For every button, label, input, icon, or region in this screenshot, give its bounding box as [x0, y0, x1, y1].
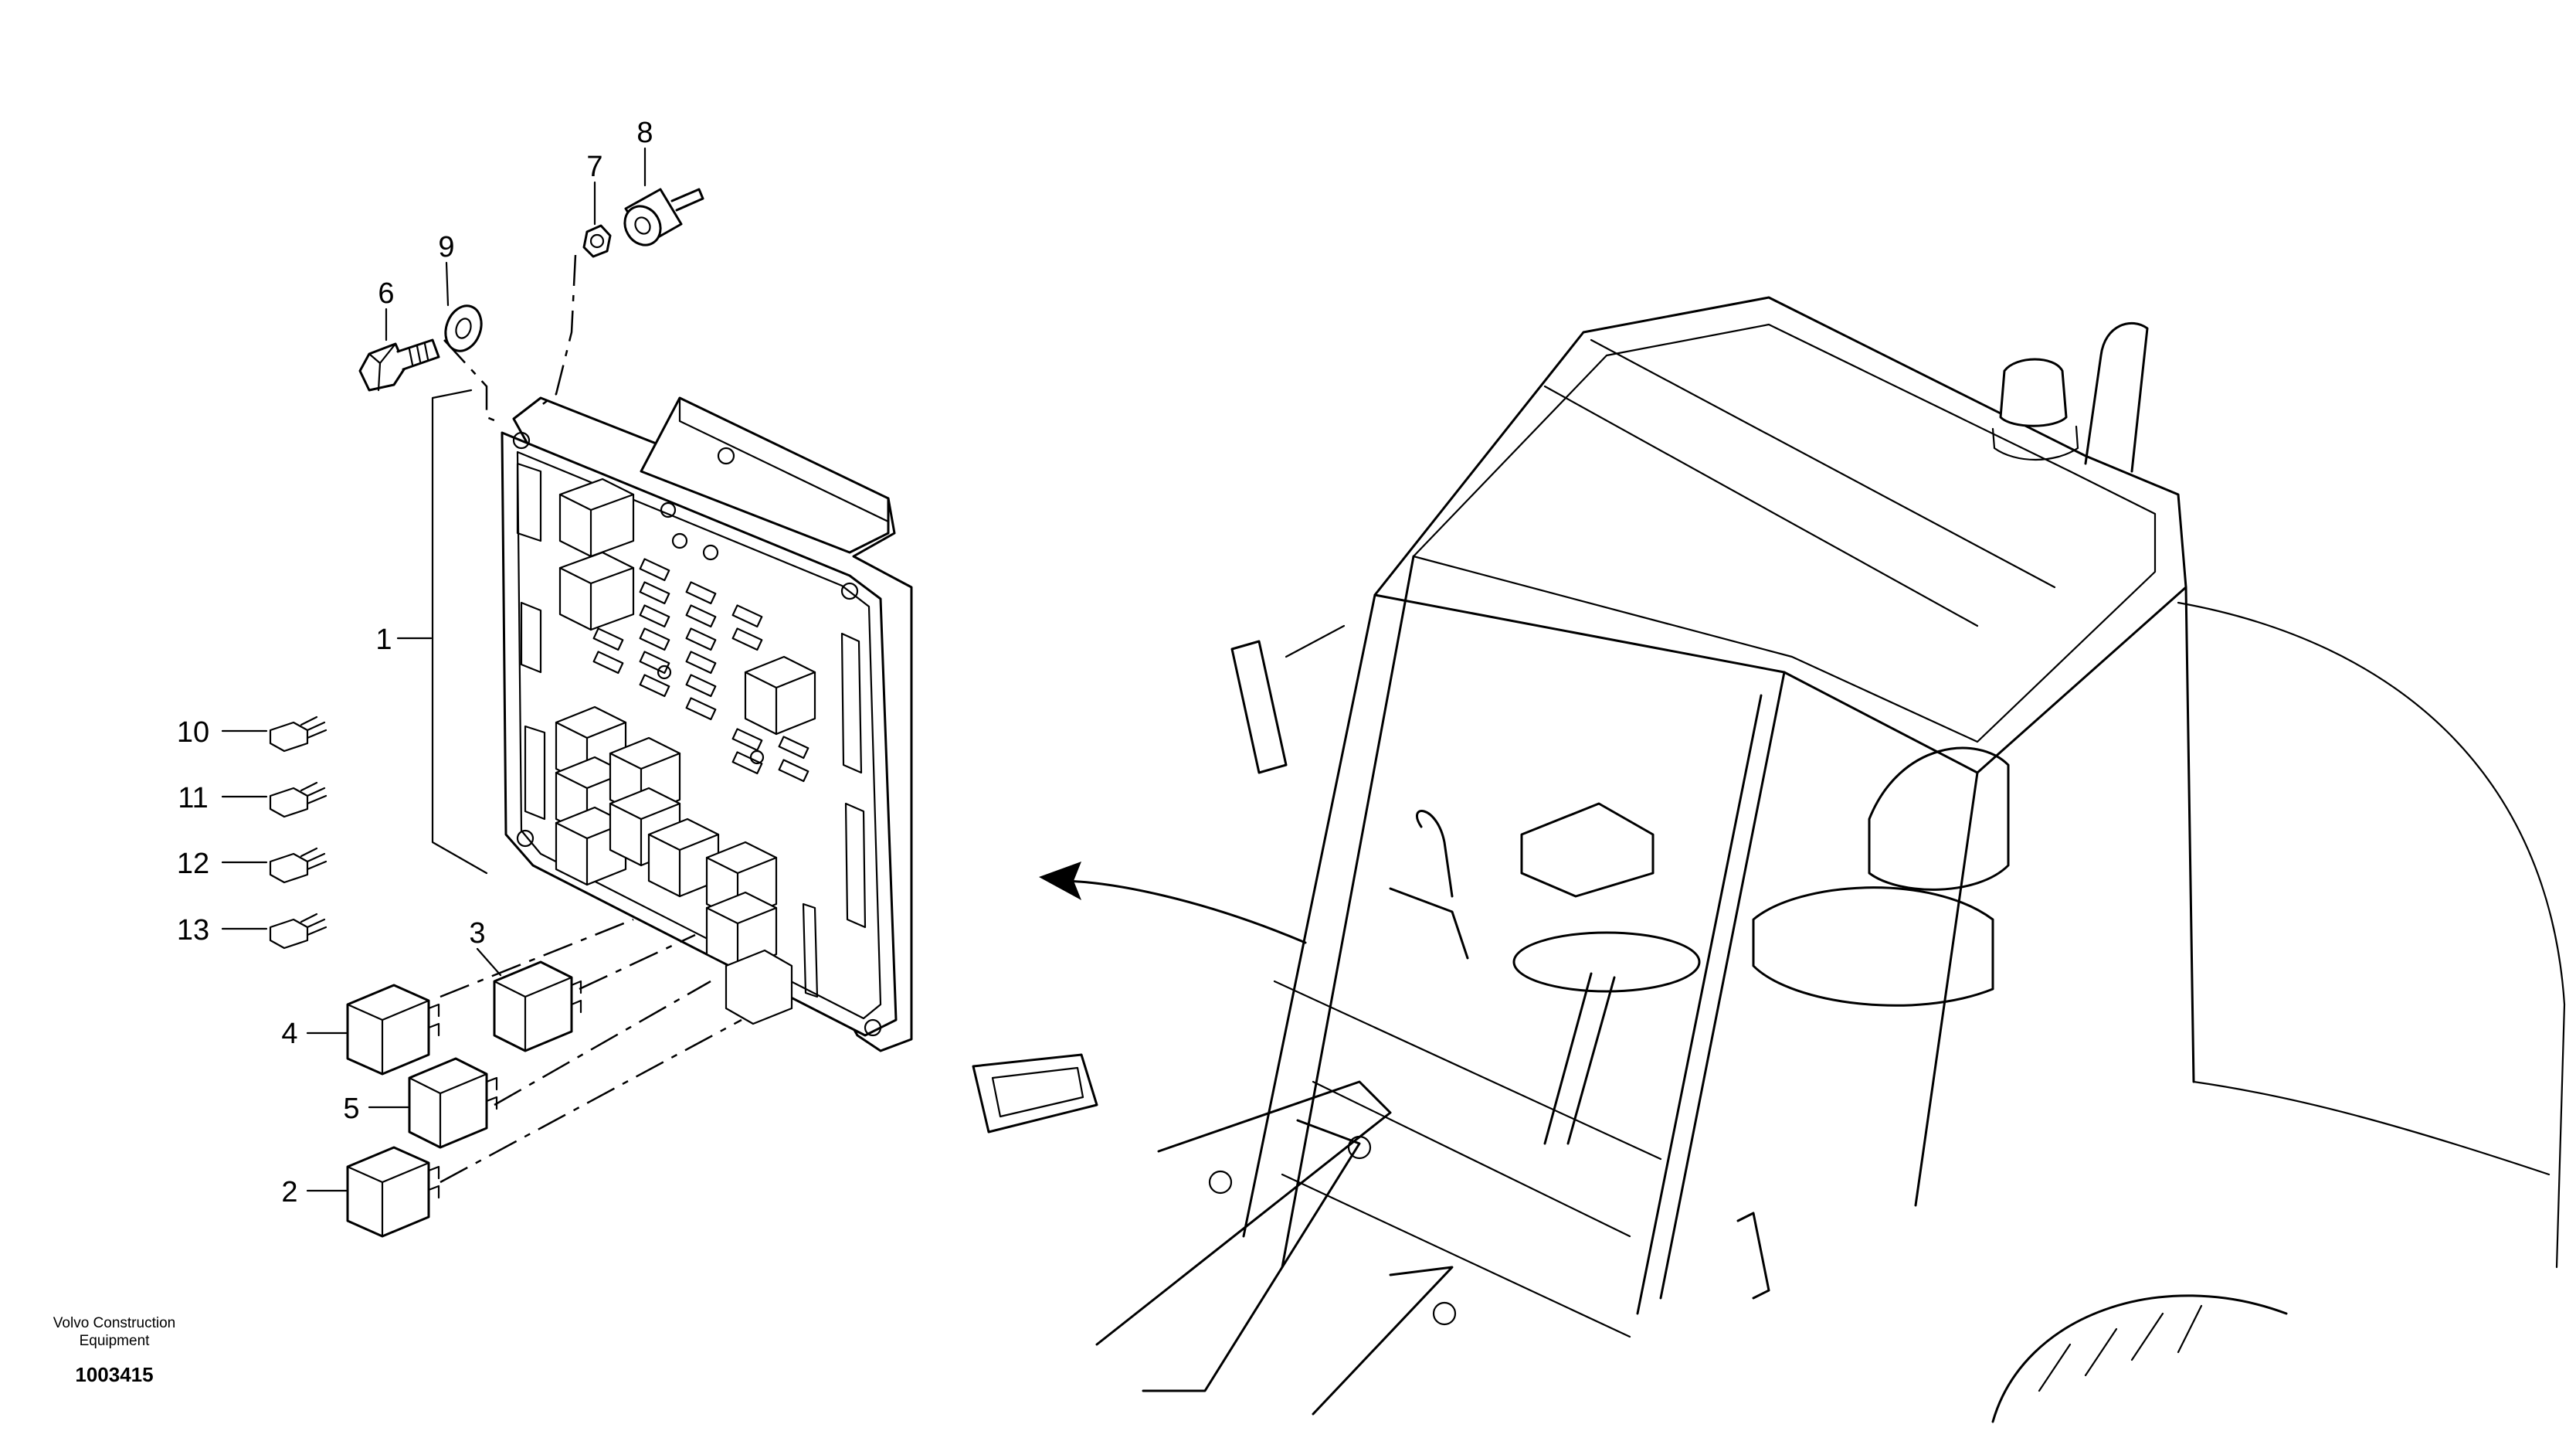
assembly-line-relay-3: [579, 933, 696, 991]
relay-5: [408, 1057, 498, 1149]
relay-2: [346, 1146, 440, 1238]
callout-7: 7: [586, 151, 602, 183]
callout-11: 11: [178, 782, 208, 814]
assembly-line-relay-5: [494, 980, 711, 1106]
loader-cab-illustration: [972, 296, 2566, 1423]
relay-3: [493, 960, 582, 1052]
callout-9: 9: [438, 231, 454, 263]
assembly-line-relay-4: [440, 918, 634, 998]
leader-1: [431, 389, 488, 875]
maker-name-line1: Volvo Construction: [53, 1315, 175, 1331]
washer-9: [444, 304, 483, 352]
callout-12: 12: [177, 848, 209, 880]
location-arrow: [1039, 862, 1307, 944]
fuse-12: [269, 847, 328, 884]
leader-3: [476, 947, 502, 977]
fuse-11: [269, 781, 328, 818]
bolt-6: [358, 338, 440, 392]
assembly-line-nut: [540, 254, 577, 406]
maker-name-line2: Equipment: [80, 1333, 151, 1349]
callout-13: 13: [177, 914, 209, 947]
fuse-10: [269, 716, 328, 753]
callout-3: 3: [469, 917, 485, 950]
fuse-13: [269, 913, 328, 950]
callout-5: 5: [343, 1093, 359, 1125]
leader-9: [445, 261, 450, 307]
callout-6: 6: [378, 277, 394, 310]
callout-10: 10: [177, 716, 209, 749]
callout-labels: 6 9 7 8 1 10 11 12 13 3 4 5 2: [177, 117, 653, 1208]
callout-1: 1: [375, 624, 392, 656]
assembly-line-bolt: [443, 339, 503, 425]
callout-8: 8: [636, 117, 653, 149]
document-number: 1003415: [75, 1363, 153, 1386]
assembly-line-relay-2: [440, 1018, 742, 1184]
relay-fuse-board: [501, 396, 913, 1052]
nut-7: [582, 224, 612, 258]
spacer-8: [623, 188, 704, 246]
relay-4: [346, 984, 440, 1076]
footer-block: Volvo Construction Equipment 1003415: [53, 1315, 175, 1386]
callout-2: 2: [281, 1176, 297, 1208]
callout-4: 4: [281, 1018, 297, 1050]
